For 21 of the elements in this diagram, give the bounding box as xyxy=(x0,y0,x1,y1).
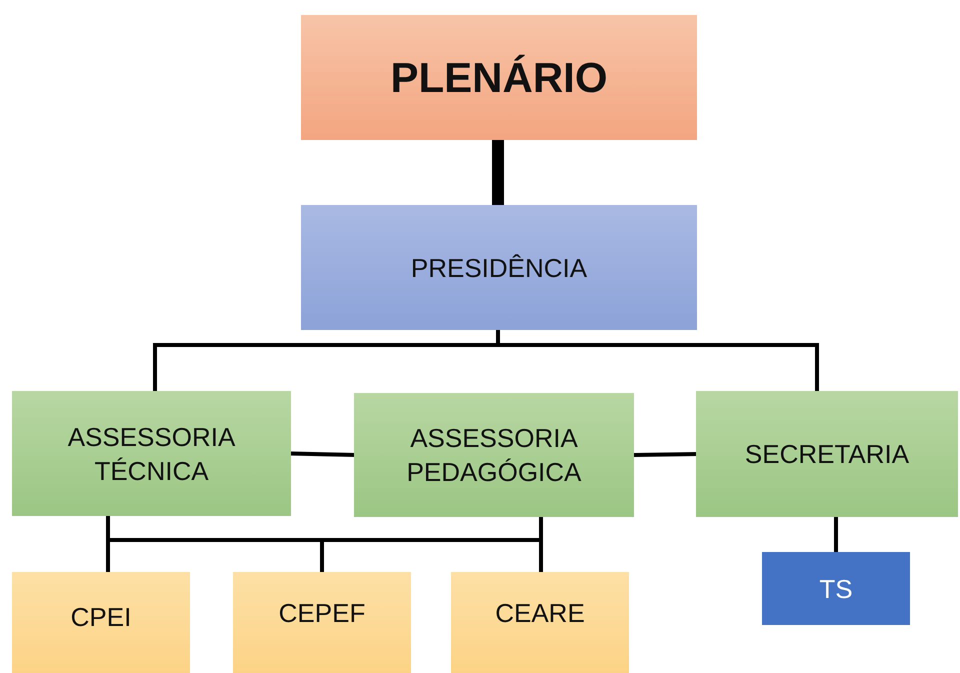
committee-box xyxy=(233,572,411,673)
box-label: PRESIDÊNCIA xyxy=(410,252,588,284)
department-box xyxy=(354,393,634,517)
presidency-box xyxy=(301,205,697,330)
department-box xyxy=(696,391,958,517)
box-label: CEPEF xyxy=(278,597,366,630)
connector-line xyxy=(834,515,838,554)
connector-line xyxy=(632,452,698,457)
box-label: ASSESSORIA TÉCNICA xyxy=(66,420,236,488)
committee-box xyxy=(12,572,190,673)
top-box xyxy=(301,15,697,140)
box-label: ASSESSORIA PEDAGÓGICA xyxy=(406,422,582,489)
connector-line xyxy=(289,452,356,457)
department-box xyxy=(12,391,291,516)
box-label: CPEI xyxy=(70,601,132,634)
box-label: CEARE xyxy=(495,597,585,630)
box-label: TS xyxy=(819,572,853,606)
box-label: PLENÁRIO xyxy=(390,52,608,102)
committee-box xyxy=(451,572,629,673)
box-label: SECRETARIA xyxy=(744,438,910,471)
unit-box xyxy=(762,552,910,625)
